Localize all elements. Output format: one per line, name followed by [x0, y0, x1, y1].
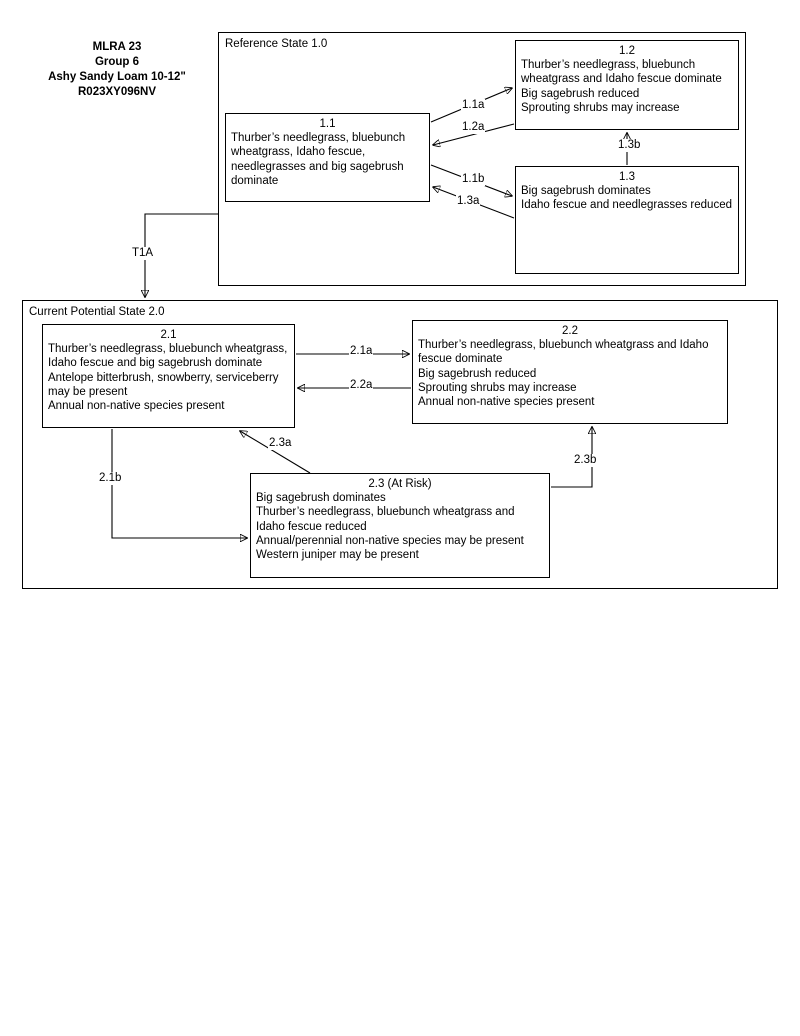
phase-box-1-1[interactable]: 1.1 Thurber’s needlegrass, bluebunch whe…: [225, 113, 430, 202]
transition-label-2-1b: 2.1b: [98, 472, 123, 485]
transition-label-2-1a: 2.1a: [349, 345, 374, 358]
phase-id-2-1: 2.1: [160, 329, 177, 341]
transition-label-2-2a: 2.2a: [349, 379, 374, 392]
phase-description-2-3: Big sagebrush dominates Thurber’s needle…: [256, 492, 524, 562]
state-label-current-potential-2-0: Current Potential State 2.0: [29, 306, 165, 318]
transition-label-1-2a: 1.2a: [461, 121, 486, 134]
page-title: MLRA 23 Group 6 Ashy Sandy Loam 10-12" R…: [48, 41, 186, 98]
phase-description-1-2: Thurber’s needlegrass, bluebunch wheatgr…: [521, 59, 722, 114]
phase-box-2-1[interactable]: 2.1 Thurber’s needlegrass, bluebunch whe…: [42, 324, 295, 428]
phase-id-1-1: 1.1: [319, 118, 336, 130]
state-box-reference-1-0: Reference State 1.0: [218, 32, 746, 286]
state-label-reference-1-0: Reference State 1.0: [225, 38, 328, 50]
transition-label-1-1a: 1.1a: [461, 99, 486, 112]
transition-label-2-3a: 2.3a: [268, 437, 293, 450]
phase-box-1-3[interactable]: 1.3 Big sagebrush dominates Idaho fescue…: [515, 166, 739, 274]
phase-description-2-2: Thurber’s needlegrass, bluebunch wheatgr…: [418, 339, 709, 409]
phase-id-1-3: 1.3: [619, 171, 635, 183]
phase-description-1-3: Big sagebrush dominates Idaho fescue and…: [521, 185, 732, 212]
transition-label-t1a: T1A: [131, 247, 155, 260]
phase-box-2-2[interactable]: 2.2 Thurber’s needlegrass, bluebunch whe…: [412, 320, 728, 424]
phase-id-2-3: 2.3 (At Risk): [368, 478, 432, 490]
arrow-t1a: [145, 213, 218, 297]
transition-label-2-3b: 2.3b: [573, 454, 598, 467]
phase-description-1-1: Thurber’s needlegrass, bluebunch wheatgr…: [231, 132, 406, 187]
transition-label-1-1b: 1.1b: [461, 173, 486, 186]
transition-label-1-3b: 1.3b: [617, 139, 642, 152]
phase-id-2-2: 2.2: [562, 325, 578, 337]
phase-box-1-2[interactable]: 1.2 Thurber’s needlegrass, bluebunch whe…: [515, 40, 739, 130]
phase-description-2-1: Thurber’s needlegrass, bluebunch wheatgr…: [48, 343, 288, 413]
state-box-current-potential-2-0: Current Potential State 2.0: [22, 300, 778, 589]
transition-label-1-3a: 1.3a: [456, 195, 481, 208]
phase-box-2-3[interactable]: 2.3 (At Risk) Big sagebrush dominates Th…: [250, 473, 550, 578]
phase-id-1-2: 1.2: [619, 45, 635, 57]
